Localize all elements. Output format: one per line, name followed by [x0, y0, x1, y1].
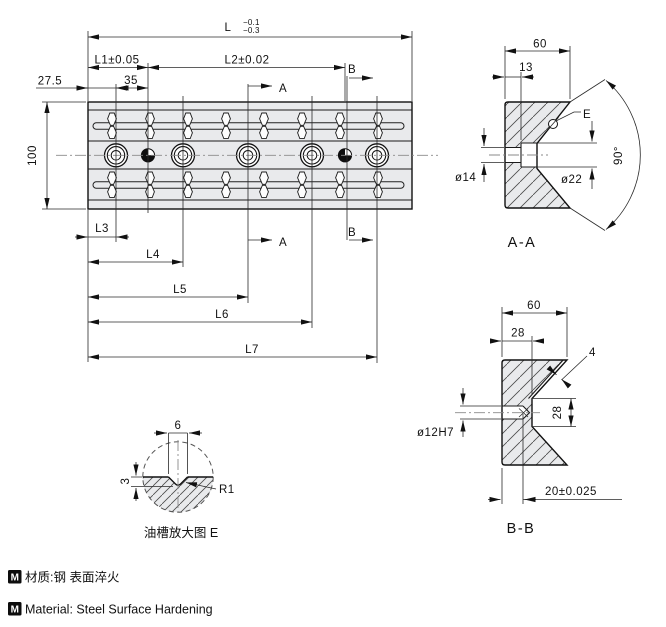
dimensions-top — [36, 34, 412, 209]
m-badge-cn — [8, 570, 22, 584]
section-b-label-top: B — [348, 64, 356, 76]
dim-L-tol-lower: −0.3 — [243, 26, 260, 35]
section-markers: A A B B — [248, 64, 373, 249]
aa-dim-lines — [481, 48, 641, 230]
dim-L1: L1±0.05 — [95, 55, 140, 67]
dim-L: L — [225, 22, 232, 34]
oil-slot-bottom — [92, 181, 405, 189]
aa-dim-90deg: 90° — [613, 146, 625, 165]
bb-dim-lines — [460, 310, 622, 503]
dim-L5: L5 — [173, 284, 187, 296]
aa-dim-d22: ø22 — [561, 174, 582, 186]
m-badge-en — [8, 602, 22, 616]
dim-L2: L2±0.02 — [225, 55, 270, 67]
bb-dim-60: 60 — [527, 300, 541, 312]
bb-dim-d12h7: ø12H7 — [417, 427, 454, 439]
section-b-label-bottom: B — [348, 227, 356, 239]
bb-outline — [501, 359, 569, 466]
aa-bore-lines — [505, 142, 537, 168]
bb-hatch — [502, 360, 567, 465]
aa-outline — [504, 101, 572, 209]
bb-chamfer-inner-line — [528, 359, 564, 399]
dim-35: 35 — [124, 75, 138, 87]
material-note-cn: 材质:钢 表面淬火 — [25, 570, 120, 585]
aa-dim-60: 60 — [533, 39, 547, 51]
aa-90deg-arc — [605, 80, 641, 230]
rail-band-lines — [88, 109, 412, 201]
detail-dim-r1: R1 — [219, 484, 235, 496]
section-aa-view: 60 13 ø14 ø22 90° E A-A — [455, 39, 641, 251]
m-badge-cn-letter: M — [11, 573, 19, 584]
bb-extension-lines — [460, 307, 576, 504]
material-note-en: Material: Steel Surface Hardening — [25, 603, 213, 617]
dim-L3: L3 — [95, 223, 109, 235]
detail-dim-6: 6 — [175, 420, 182, 432]
detail-e-view: 6 3 R1 油槽放大图 E — [120, 420, 235, 540]
bb-dim-28-side: 28 — [552, 406, 564, 420]
m-badge-en-letter: M — [11, 605, 19, 616]
aa-e-leader — [555, 111, 581, 122]
section-a-label-bottom: A — [279, 237, 287, 249]
dim-100: 100 — [27, 145, 39, 166]
bb-bore-lines — [502, 405, 531, 420]
section-bb-view: 60 28 4 28 ø12H7 20±0.025 B-B — [417, 300, 622, 537]
dim-L4: L4 — [146, 249, 160, 261]
detail-extension-lines — [131, 433, 188, 487]
bb-4-leader — [561, 355, 588, 380]
dim-L-tol-upper: −0.1 — [243, 18, 260, 27]
bb-drill-point-x — [518, 408, 529, 418]
aa-dim-13: 13 — [519, 62, 533, 74]
oil-slot-top — [92, 122, 405, 130]
detail-dim-3: 3 — [120, 478, 132, 485]
dim-L6: L6 — [215, 309, 229, 321]
aa-extension-lines — [481, 46, 606, 231]
bb-dim-4: 4 — [589, 347, 596, 359]
detail-dim-lines — [133, 430, 217, 501]
section-bb-title: B-B — [507, 521, 536, 537]
section-aa-title: A-A — [508, 235, 537, 251]
section-a-label-top: A — [279, 83, 287, 95]
dim-L7: L7 — [245, 344, 259, 356]
material-notes: M 材质:钢 表面淬火 M Material: Steel Surface Ha… — [8, 570, 213, 617]
bb-dim-20: 20±0.025 — [545, 486, 597, 498]
bb-dim-28-top: 28 — [511, 328, 525, 340]
dim-27-5: 27.5 — [38, 76, 62, 88]
aa-dim-d14: ø14 — [455, 172, 476, 184]
detail-caption: 油槽放大图 E — [144, 525, 218, 540]
top-view: A A B B L −0.1 −0.3 L1±0.05 L2±0.02 27.5… — [27, 18, 438, 363]
dimensions-bottom — [75, 234, 377, 360]
aa-detail-e-ref: E — [583, 109, 591, 121]
